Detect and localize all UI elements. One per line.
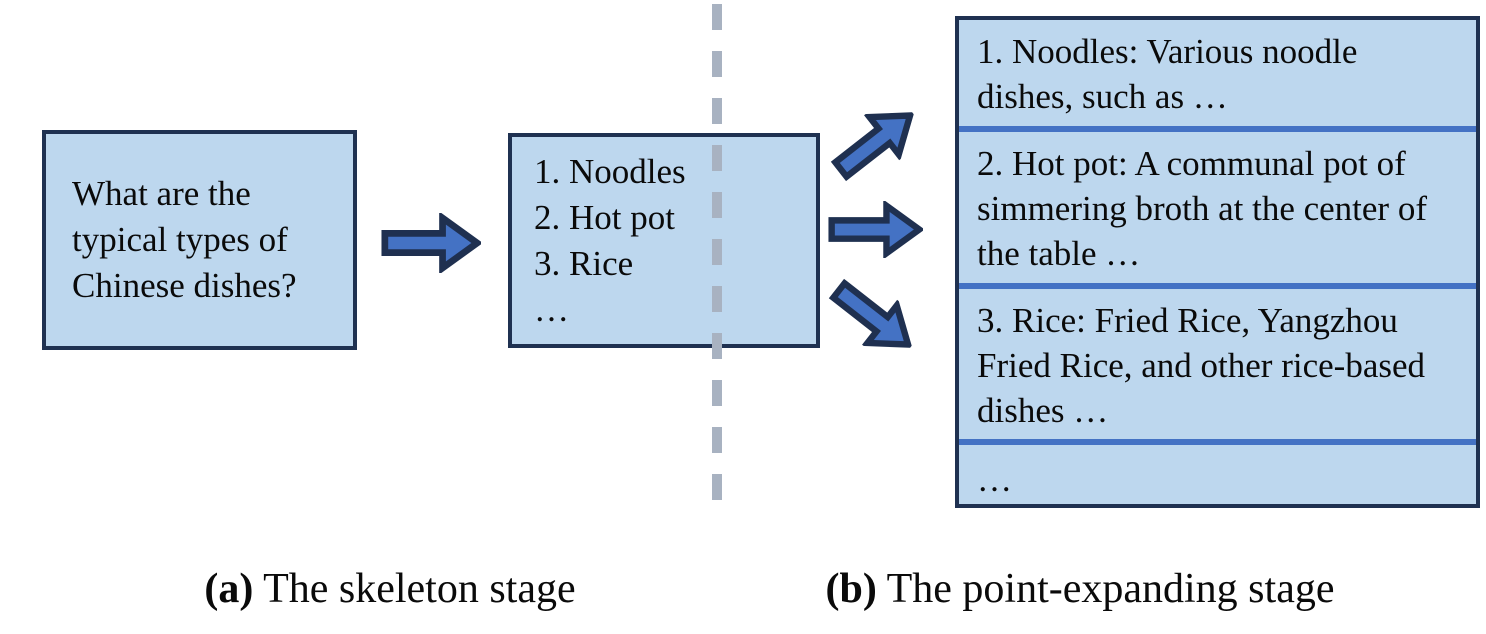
question-box: What are the typical types of Chinese di… <box>42 130 357 350</box>
caption-b-text: The point-expanding stage <box>876 566 1335 612</box>
panel-divider <box>959 283 1476 289</box>
down-right-arrow-icon <box>828 278 913 348</box>
caption-a-label: (a) <box>204 566 254 612</box>
expanded-points-panel: 1. Noodles: Various noodle dishes, such … <box>955 16 1480 508</box>
expanded-point-noodles: 1. Noodles: Various noodle dishes, such … <box>977 32 1358 116</box>
right-arrow-icon <box>828 201 923 258</box>
caption-skeleton-stage: (a) The skeleton stage <box>150 564 630 614</box>
up-right-arrow-icon <box>830 112 915 182</box>
expanded-point-ellipsis: … <box>977 460 1012 499</box>
right-arrow-icon <box>381 213 481 273</box>
skeleton-item-ellipsis: … <box>534 289 569 329</box>
skeleton-item-1: 1. Noodles <box>534 151 686 191</box>
stage-divider-dashed-line <box>712 4 722 520</box>
panel-divider <box>959 126 1476 132</box>
question-text: What are the typical types of Chinese di… <box>72 174 297 305</box>
expanded-point-hot-pot: 2. Hot pot: A communal pot of simmering … <box>977 144 1427 273</box>
skeleton-item-2: 2. Hot pot <box>534 197 675 237</box>
skeleton-box: 1. Noodles 2. Hot pot 3. Rice … <box>508 133 820 348</box>
caption-point-expanding-stage: (b) The point-expanding stage <box>760 564 1400 614</box>
caption-b-label: (b) <box>825 566 877 612</box>
expanded-point-rice: 3. Rice: Fried Rice, Yangzhou Fried Rice… <box>977 301 1426 430</box>
caption-a-text: The skeleton stage <box>253 566 576 612</box>
skeleton-item-3: 3. Rice <box>534 243 634 283</box>
panel-divider <box>959 439 1476 445</box>
